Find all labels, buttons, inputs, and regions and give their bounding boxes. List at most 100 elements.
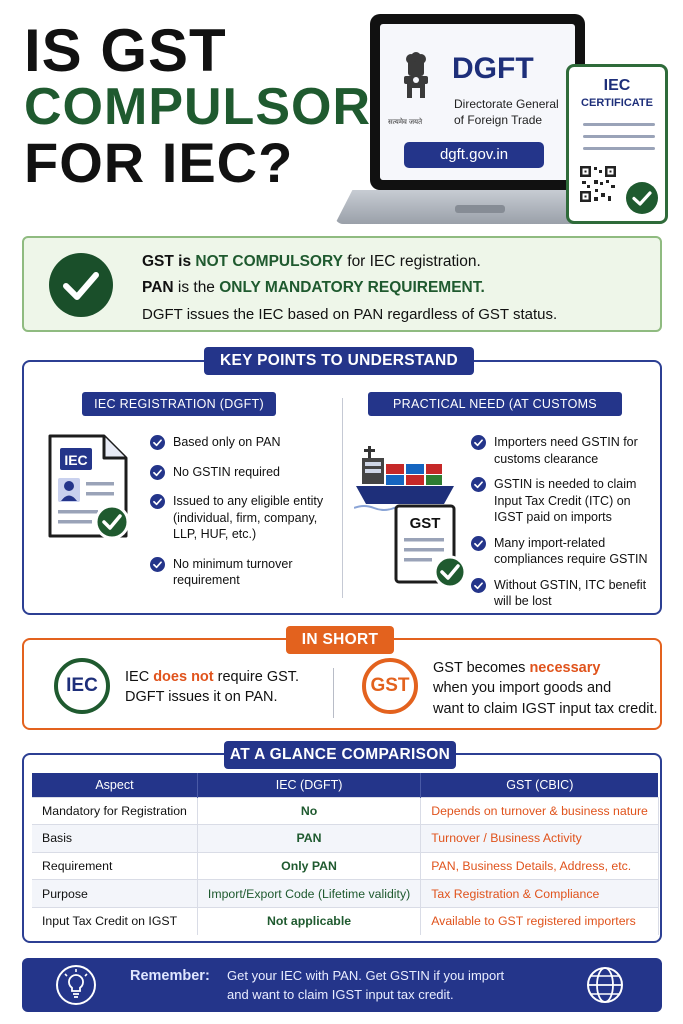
column-header: IEC (DGFT) bbox=[197, 773, 422, 797]
key-points-heading: KEY POINTS TO UNDERSTAND bbox=[204, 347, 474, 375]
list-item: Importers need GSTIN for customs clearan… bbox=[471, 434, 651, 467]
footer-line: and want to claim IGST input tax credit. bbox=[227, 986, 454, 1002]
in-short-line: want to claim IGST input tax credit. bbox=[433, 700, 658, 717]
list-item: Many import-related compliances require … bbox=[471, 535, 651, 568]
table-cell: No bbox=[197, 796, 422, 825]
dgft-subtitle-line-2: of Foreign Trade bbox=[454, 113, 543, 128]
page-title: IS GST COMPULSORY FOR IEC? bbox=[24, 17, 405, 195]
in-short-divider bbox=[333, 668, 334, 718]
dgft-url-button[interactable]: dgft.gov.in bbox=[404, 142, 544, 168]
table-row: Requirement Only PAN PAN, Business Detai… bbox=[32, 851, 659, 880]
text: GST becomes bbox=[433, 660, 530, 676]
cargo-ship-icon bbox=[354, 446, 455, 511]
check-circle-icon bbox=[471, 577, 486, 593]
table-header-row: Aspect IEC (DGFT) GST (CBIC) bbox=[32, 773, 659, 797]
check-circle-icon bbox=[150, 435, 165, 450]
iec-points-list: Based only on PAN No GSTIN required Issu… bbox=[150, 434, 335, 589]
table-cell: Requirement bbox=[32, 851, 198, 880]
in-short-gst-text: GST becomes necessary when you import go… bbox=[433, 658, 658, 719]
list-item: No GSTIN required bbox=[150, 464, 335, 481]
globe-icon-wrap bbox=[585, 965, 625, 1005]
iec-badge: IEC bbox=[54, 658, 110, 714]
dgft-subtitle: Directorate General of Foreign Trade bbox=[454, 96, 569, 128]
table-row: Input Tax Credit on IGST Not applicable … bbox=[32, 906, 659, 935]
table-cell: Basis bbox=[32, 824, 198, 853]
in-short-heading: IN SHORT bbox=[286, 626, 394, 654]
check-circle-icon bbox=[150, 494, 165, 509]
table-row: Basis PAN Turnover / Business Activity bbox=[32, 824, 659, 853]
table-row: Mandatory for Registration No Depends on… bbox=[32, 796, 659, 825]
list-item-text: No GSTIN required bbox=[173, 464, 280, 479]
verdict-line-2: PAN is the ONLY MANDATORY REQUIREMENT. bbox=[142, 279, 485, 297]
column-header: GST (CBIC) bbox=[420, 773, 659, 797]
verdict-line-1: GST is NOT COMPULSORY for IEC registrati… bbox=[142, 253, 481, 271]
lightbulb-icon-wrap bbox=[56, 965, 96, 1005]
lightbulb-icon bbox=[64, 969, 88, 998]
laptop-screen: सत्यमेव जयते DGFT Directorate General of… bbox=[380, 24, 575, 180]
practical-need-heading: PRACTICAL NEED (AT CUSTOMS STAGE) bbox=[368, 392, 622, 435]
verdict-highlight: ONLY MANDATORY REQUIREMENT. bbox=[219, 279, 485, 296]
certificate-line bbox=[583, 135, 655, 138]
globe-icon bbox=[587, 967, 623, 1003]
qr-code-icon bbox=[579, 165, 617, 203]
check-circle-icon bbox=[626, 182, 658, 214]
table-cell: Only PAN bbox=[197, 851, 422, 880]
list-item: GSTIN is needed to claim Input Tax Credi… bbox=[471, 476, 651, 526]
table-cell: Tax Registration & Compliance bbox=[420, 879, 659, 908]
list-item: Without GSTIN, ITC benefit will be lost bbox=[471, 577, 651, 610]
table-cell: Turnover / Business Activity bbox=[420, 824, 659, 853]
doc-label: GST bbox=[410, 515, 441, 532]
in-short-line: when you import goods and bbox=[433, 680, 612, 697]
comparison-heading: AT A GLANCE COMPARISON bbox=[224, 741, 456, 769]
footer-banner: Remember: Get your IEC with PAN. Get GST… bbox=[22, 958, 662, 1012]
emphasis-text: does not bbox=[153, 669, 214, 685]
table-cell: Depends on turnover & business nature bbox=[420, 796, 659, 825]
emblem-caption: सत्यमेव जयते bbox=[388, 119, 423, 126]
practical-need-list: Importers need GSTIN for customs clearan… bbox=[471, 434, 651, 610]
title-line-2: COMPULSORY bbox=[24, 78, 405, 137]
verdict-box: GST is NOT COMPULSORY for IEC registrati… bbox=[22, 236, 662, 332]
list-item-text: Many import-related compliances require … bbox=[494, 535, 648, 567]
check-circle-icon bbox=[49, 253, 113, 317]
title-line-1: IS GST bbox=[24, 17, 227, 84]
verdict-text: is the bbox=[173, 279, 220, 296]
in-short-iec-text: IEC does not require GST. DGFT issues it… bbox=[125, 667, 325, 708]
hero-section: IS GST COMPULSORY FOR IEC? सत्यमेव जयते … bbox=[0, 0, 683, 232]
gst-document-icon: GST bbox=[394, 504, 467, 589]
certificate-line bbox=[583, 147, 655, 150]
list-item-text: Without GSTIN, ITC benefit will be lost bbox=[494, 577, 647, 609]
iec-registration-heading: IEC REGISTRATION (DGFT) bbox=[82, 392, 276, 416]
check-circle-icon bbox=[150, 556, 165, 572]
table-cell: PAN bbox=[197, 824, 422, 853]
doc-label: IEC bbox=[64, 452, 87, 468]
verdict-line-3: DGFT issues the IEC based on PAN regardl… bbox=[142, 306, 558, 323]
list-item-text: No minimum turnover requirement bbox=[173, 556, 293, 588]
table-cell: Not applicable bbox=[197, 906, 422, 935]
list-item-text: Issued to any eligible entity (individua… bbox=[173, 494, 324, 541]
iec-certificate-card: IEC CERTIFICATE bbox=[566, 64, 668, 224]
table-cell: Purpose bbox=[32, 879, 198, 908]
table-cell: Available to GST registered importers bbox=[420, 906, 659, 935]
national-emblem-icon bbox=[404, 52, 428, 98]
footer-text: Get your IEC with PAN. Get GSTIN if you … bbox=[227, 967, 587, 1005]
key-points-section: IEC REGISTRATION (DGFT) PRACTICAL NEED (… bbox=[22, 360, 662, 615]
title-line-3: FOR IEC? bbox=[24, 131, 294, 195]
dgft-subtitle-line-1: Directorate General bbox=[454, 97, 559, 111]
certificate-subtitle: CERTIFICATE bbox=[581, 97, 653, 109]
text: IEC bbox=[125, 669, 154, 685]
dgft-logo: DGFT bbox=[452, 52, 534, 85]
list-item: Issued to any eligible entity (individua… bbox=[150, 493, 335, 543]
table-cell: Input Tax Credit on IGST bbox=[32, 906, 198, 935]
iec-document-icon: IEC bbox=[48, 434, 130, 540]
footer-label: Remember: bbox=[130, 968, 210, 984]
list-item-text: Importers need GSTIN for customs clearan… bbox=[494, 435, 638, 466]
in-short-line: IEC does not require GST. bbox=[125, 667, 325, 687]
column-divider bbox=[342, 398, 343, 598]
list-item: Based only on PAN bbox=[150, 434, 335, 451]
verdict-text: PAN bbox=[142, 279, 174, 296]
comparison-table: Aspect IEC (DGFT) GST (CBIC) Mandatory f… bbox=[32, 773, 659, 935]
list-item: No minimum turnover requirement bbox=[150, 556, 335, 589]
gst-badge: GST bbox=[362, 658, 418, 714]
column-header: Aspect bbox=[32, 773, 198, 797]
table-cell: PAN, Business Details, Address, etc. bbox=[420, 851, 659, 880]
